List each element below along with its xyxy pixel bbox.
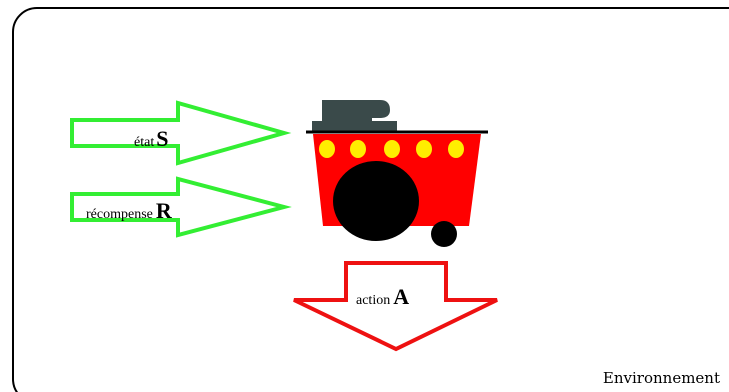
state-symbol: S (156, 126, 168, 151)
action-symbol: A (393, 284, 409, 309)
robot-lights (319, 140, 464, 158)
state-label: étatS (134, 126, 168, 151)
environment-border (12, 7, 729, 392)
robot-wheel-small (431, 221, 457, 247)
robot-top (312, 100, 397, 132)
state-word: état (134, 135, 154, 150)
environment-label: Environnement (603, 369, 720, 387)
robot-light (319, 140, 335, 158)
reward-symbol: R (156, 198, 173, 223)
robot-light (448, 140, 464, 158)
robot-wheel-large (333, 161, 419, 241)
robot-agent (306, 100, 488, 247)
reward-arrow (70, 176, 292, 238)
action-arrow (293, 261, 498, 352)
robot-light (384, 140, 400, 158)
robot-light (350, 140, 366, 158)
robot-light (416, 140, 432, 158)
reward-word: récompense (86, 207, 153, 222)
action-word: action (356, 293, 390, 308)
state-arrow (70, 100, 292, 166)
